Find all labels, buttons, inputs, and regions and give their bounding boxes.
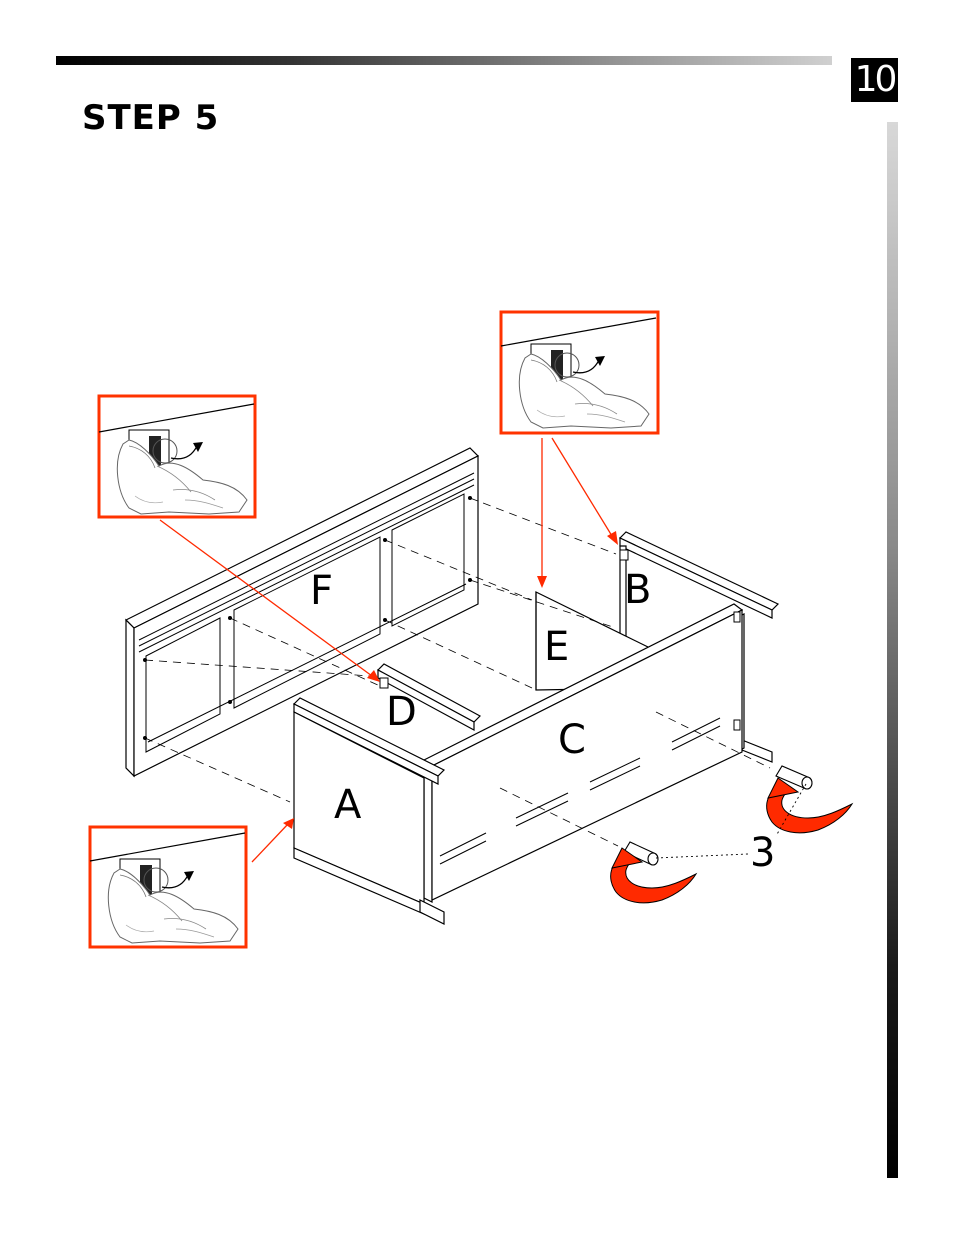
label-e: E (544, 624, 569, 670)
label-b: B (624, 567, 651, 613)
panel-a (294, 698, 444, 924)
label-f: F (310, 568, 333, 614)
inset-top-right (501, 312, 658, 433)
label-c: C (558, 717, 586, 763)
label-hardware-3: 3 (750, 830, 775, 876)
inset-upper-left (99, 396, 255, 517)
label-a: A (334, 782, 362, 828)
inset-lower-left (90, 827, 246, 947)
label-d: D (386, 689, 417, 735)
